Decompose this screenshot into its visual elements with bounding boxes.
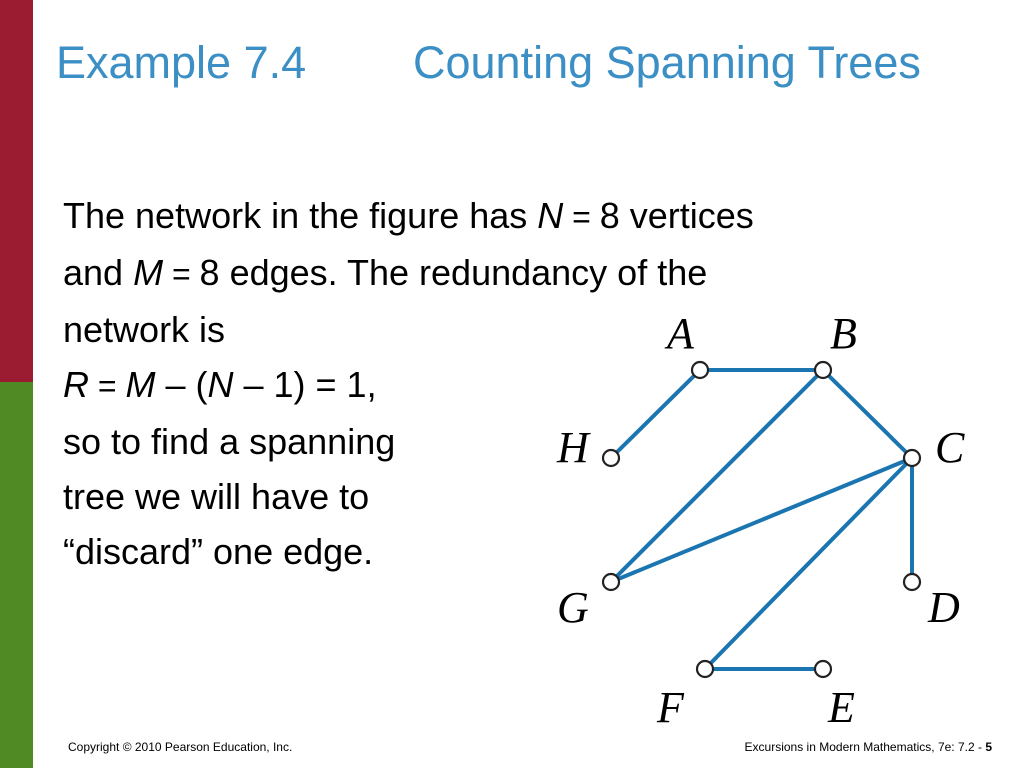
vertex-label-d: D	[927, 583, 960, 632]
vertex-label-h: H	[556, 423, 591, 472]
equals: =	[563, 199, 600, 235]
vertex-c	[902, 448, 922, 468]
vertex-a	[690, 360, 710, 380]
edge-a-h	[609, 368, 702, 460]
slide-body: The network in the figure has N = 8 vert…	[63, 188, 963, 579]
vertex-label-a: A	[664, 309, 695, 358]
var-r: R	[63, 364, 89, 405]
text: 8 edges. The redundancy of the	[199, 252, 708, 293]
edge-c-f	[703, 456, 914, 671]
body-line-5: so to find a spanning	[63, 421, 396, 462]
equals: =	[163, 256, 200, 292]
body-line-7: “discard” one edge.	[63, 531, 374, 572]
vertex-b	[813, 360, 833, 380]
vertex-d	[902, 572, 922, 592]
vertex-label-e: E	[827, 683, 855, 732]
vertex-label-f: F	[656, 683, 685, 732]
var-n: N	[537, 195, 564, 236]
body-line-1: The network in the figure has N = 8 vert…	[63, 188, 963, 245]
var-n: N	[207, 364, 234, 405]
example-number: Example 7.4	[56, 37, 307, 88]
body-line-4: R = M – (N – 1) = 1,	[63, 357, 963, 414]
vertex-label-b: B	[830, 309, 857, 358]
var-m: M	[125, 364, 156, 405]
text: The network in the figure has	[63, 195, 538, 236]
footer-book: Excursions in Modern Mathematics, 7e: 7.…	[745, 740, 992, 754]
var-m: M	[133, 252, 164, 293]
text: and	[63, 252, 134, 293]
vertex-g	[601, 572, 621, 592]
text: – 1) = 1,	[233, 364, 377, 405]
body-line-3: network is	[63, 309, 226, 350]
example-name: Counting Spanning Trees	[413, 37, 921, 88]
body-line-6: tree we will have to	[63, 476, 370, 517]
vertex-f	[695, 659, 715, 679]
edge-b-g	[609, 368, 825, 584]
decorative-bar-top	[0, 0, 33, 382]
page-number: 5	[985, 740, 992, 754]
equals: =	[89, 368, 126, 404]
edge-c-g	[610, 456, 913, 584]
decorative-bar-bottom	[0, 382, 33, 768]
vertex-h	[601, 448, 621, 468]
text: 8 vertices	[599, 195, 754, 236]
network-figure: A B C D E F G H	[556, 309, 965, 732]
vertex-label-g: G	[557, 583, 589, 632]
body-line-2: and M = 8 edges. The redundancy of the	[63, 245, 963, 302]
vertex-e	[813, 659, 833, 679]
footer-copyright: Copyright © 2010 Pearson Education, Inc.	[68, 740, 293, 754]
edge-b-c	[821, 368, 914, 460]
book-title: Excursions in Modern Mathematics, 7e: 7.…	[744, 740, 986, 754]
text: – (	[155, 364, 208, 405]
vertex-label-c: C	[935, 423, 965, 472]
